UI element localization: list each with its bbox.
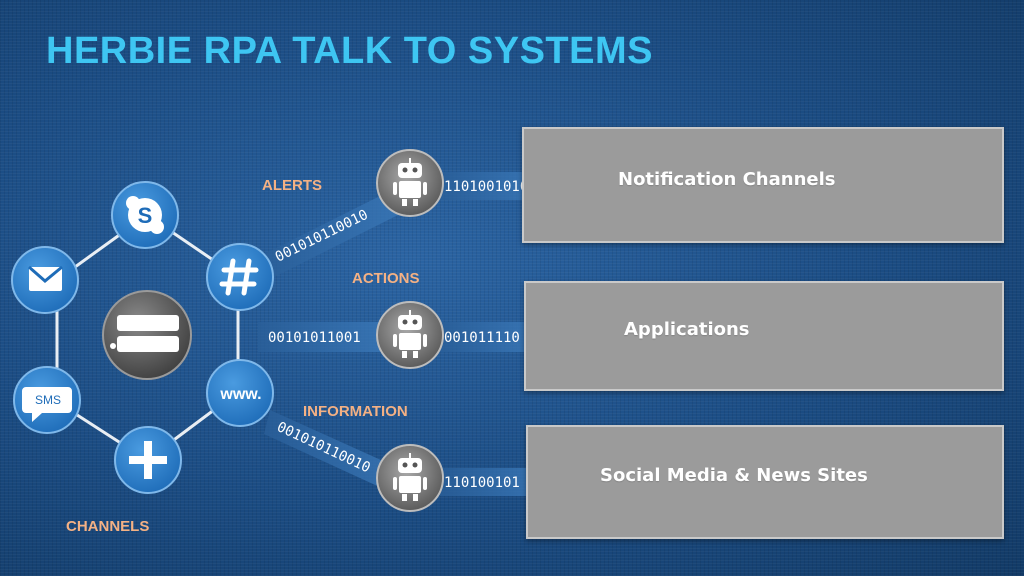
social-media-text: Social Media & News Sites (600, 465, 868, 486)
hashtag-icon (206, 243, 274, 311)
sms-icon: SMS (13, 366, 81, 434)
slide-title: HERBIE RPA TALK TO SYSTEMS (46, 30, 653, 72)
robot-icon (376, 301, 444, 369)
binary-beams (258, 172, 526, 496)
www-icon: www. (206, 359, 274, 427)
sms-label: SMS (35, 393, 61, 407)
notification-channels-text: Notification Channels (618, 169, 836, 190)
applications-panel: Applications (524, 281, 1004, 391)
alerts-label: ALERTS (262, 177, 322, 194)
information-binary-in: 001010110010 (274, 419, 372, 476)
channels-label: CHANNELS (66, 518, 150, 535)
svg-text:S: S (138, 203, 153, 228)
alerts-binary-out: 1101001010 (444, 179, 528, 195)
robot-icon (376, 444, 444, 512)
robot-icon (376, 149, 444, 217)
information-label: INFORMATION (303, 403, 408, 420)
skype-icon: S (111, 181, 179, 249)
actions-binary-in: 00101011001 (268, 330, 361, 346)
server-icon (102, 290, 192, 380)
actions-binary-out: 001011110 (444, 330, 520, 346)
plus-icon (114, 426, 182, 494)
www-label: www. (219, 386, 261, 403)
alerts-binary-in: 001010110010 (273, 207, 371, 266)
notification-channels-panel: Notification Channels (522, 127, 1004, 243)
social-media-panel: Social Media & News Sites (526, 425, 1004, 539)
actions-label: ACTIONS (352, 270, 420, 287)
information-binary-out: 110100101 (444, 475, 520, 491)
email-icon (11, 246, 79, 314)
applications-text: Applications (624, 319, 750, 340)
